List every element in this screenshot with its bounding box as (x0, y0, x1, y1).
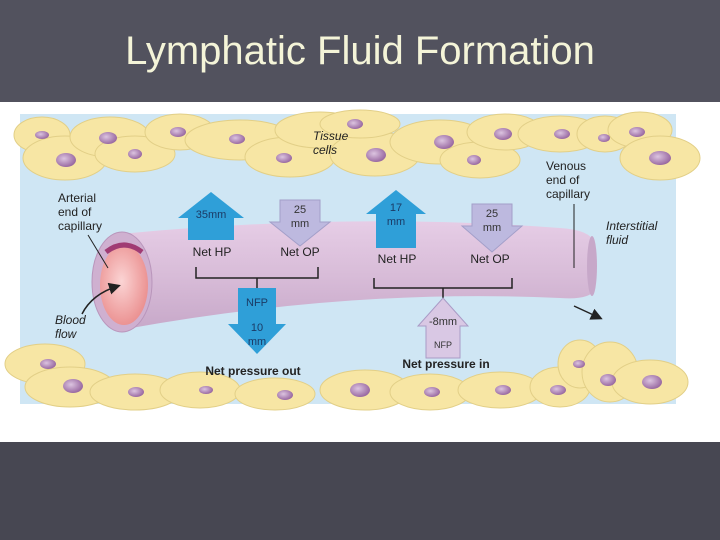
venous-nfp-value: -8mm (429, 316, 457, 328)
diagram-svg: 35mm Net HP 25 mm Net OP NFP 10 mm Net p… (4, 109, 701, 411)
capillary-diagram: 35mm Net HP 25 mm Net OP NFP 10 mm Net p… (0, 102, 720, 442)
venous-op-arrow (460, 203, 524, 253)
venous-end-label-line2: end of (546, 173, 580, 187)
venous-end-label-line3: capillary (546, 187, 590, 201)
top-tissue-cells (13, 109, 701, 181)
arterial-end-label-line1: Arterial (58, 191, 96, 205)
venous-nfp-label: NFP (434, 340, 452, 350)
arterial-op-arrow (268, 199, 332, 247)
tissue-cells-label-line1: Tissue (313, 129, 349, 143)
slide-footer-area (0, 442, 720, 540)
interstitial-label-line1: Interstitial (606, 219, 658, 233)
arterial-op-value-line1: 25 (294, 204, 306, 216)
venous-op-label: Net OP (470, 252, 509, 266)
arterial-nfp-label: NFP (246, 297, 268, 309)
venous-hp-arrow (366, 190, 426, 248)
arterial-hp-arrow (178, 192, 244, 240)
blood-flow-in-arrow (81, 282, 121, 315)
venous-nfp-arrow (416, 297, 470, 359)
venous-op-value-line1: 25 (486, 208, 498, 220)
blood-flow-out-arrow (573, 305, 603, 320)
tissue-cells-label-line2: cells (313, 143, 337, 157)
arterial-hp-label: Net HP (193, 245, 232, 259)
venous-hp-label: Net HP (378, 252, 417, 266)
capillary-lumen (100, 245, 148, 325)
bottom-tissue-cells (4, 339, 689, 411)
arterial-op-value-line2: mm (291, 218, 309, 230)
venous-op-value-line2: mm (483, 222, 501, 234)
venous-end-label-line1: Venous (546, 159, 586, 173)
arterial-end-label-line2: end of (58, 205, 92, 219)
capillary-venous-end (587, 236, 597, 296)
interstitial-label-line2: fluid (606, 233, 628, 247)
arterial-op-label: Net OP (280, 245, 319, 259)
slide-title: Lymphatic Fluid Formation (0, 0, 720, 102)
net-pressure-out-label: Net pressure out (205, 364, 300, 378)
blood-flow-label-line1: Blood (55, 313, 86, 327)
arterial-end-label-line3: capillary (58, 219, 102, 233)
venous-hp-value-line1: 17 (390, 202, 402, 214)
venous-hp-value-line2: mm (387, 216, 405, 228)
arterial-hp-value: 35mm (196, 209, 227, 221)
arterial-nfp-value-line1: 10 (251, 322, 263, 334)
blood-flow-label-line2: flow (55, 327, 78, 341)
arterial-nfp-arrow (228, 288, 286, 354)
net-pressure-in-label: Net pressure in (402, 357, 489, 371)
arterial-nfp-value-line2: mm (248, 336, 266, 348)
